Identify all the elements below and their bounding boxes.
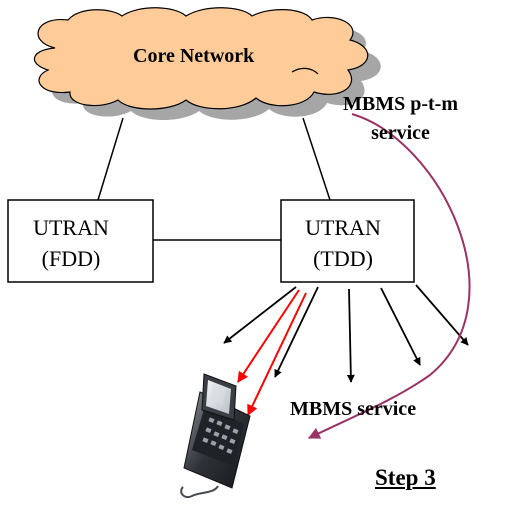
utran-fdd-label-line1: UTRAN xyxy=(33,215,109,240)
mbms-ptm-label-line1: MBMS p-t-m xyxy=(343,93,458,115)
broadcast-arrow-1 xyxy=(223,286,297,344)
link-core-to-tdd xyxy=(302,117,331,201)
red-arrow-1 xyxy=(237,289,300,383)
mbms-ptm-service-arrow xyxy=(307,113,471,439)
utran-fdd-label: UTRAN (FDD) xyxy=(6,212,136,274)
broadcast-arrow-4 xyxy=(380,287,421,366)
mobile-phone-icon xyxy=(180,373,251,498)
mbms-service-label: MBMS service xyxy=(290,398,417,420)
utran-tdd-label-line2: (TDD) xyxy=(313,246,373,271)
cloud-inner-curl xyxy=(291,67,319,75)
core-network-label: Core Network xyxy=(133,45,255,67)
broadcast-arrow-3 xyxy=(346,288,355,383)
utran-tdd-label: UTRAN (TDD) xyxy=(278,212,408,274)
utran-tdd-label-line1: UTRAN xyxy=(305,215,381,240)
mbms-ptm-service-label: MBMS p-t-m service xyxy=(343,90,458,148)
utran-tdd-box xyxy=(280,199,415,283)
utran-fdd-box xyxy=(7,199,154,283)
utran-fdd-label-line2: (FDD) xyxy=(41,246,101,271)
core-network-cloud xyxy=(34,7,369,110)
red-arrow-2 xyxy=(247,292,307,416)
broadcast-arrow-2 xyxy=(274,286,319,378)
mbms-ptm-label-line2: service xyxy=(371,122,430,144)
step-label: Step 3 xyxy=(375,465,436,490)
link-core-to-fdd xyxy=(97,117,124,201)
